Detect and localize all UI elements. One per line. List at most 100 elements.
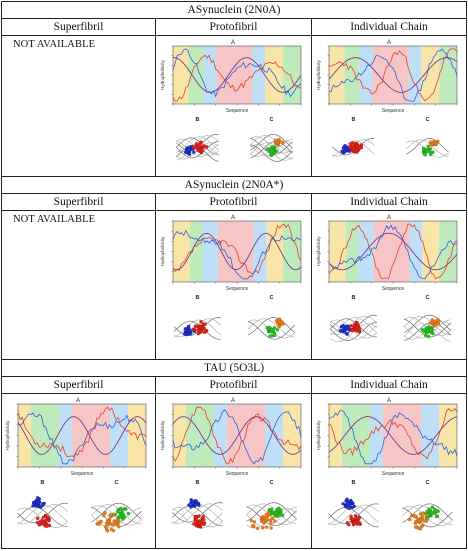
table-rule (1, 18, 467, 19)
hydrophobicity-series-line (328, 48, 458, 102)
y-axis-label: Hydrophobicity (316, 59, 321, 90)
sequence-region-band (110, 404, 129, 467)
hydrophobicity-series-line (172, 409, 302, 465)
panel-label-c: C (269, 480, 273, 486)
not-available-note: NOT AVAILABLE (13, 214, 96, 225)
sequence-region-band (249, 404, 266, 467)
sequence-region-band (409, 221, 423, 282)
section-title: TAU (5O3L) (203, 362, 265, 374)
molecule-render (329, 314, 378, 343)
x-axis-label: Sequence (226, 286, 249, 292)
panel-label-a: A (76, 398, 80, 404)
molecule-render (250, 133, 293, 162)
not-available-note: NOT AVAILABLE (13, 39, 96, 50)
sequence-region-band (203, 46, 217, 104)
sequence-region-band (71, 404, 95, 467)
table-rule (1, 393, 467, 394)
sequence-region-band (188, 46, 204, 104)
panel-label-a: A (387, 398, 391, 404)
hydrophobicity-plot (171, 403, 302, 469)
x-axis-label: Sequence (226, 471, 249, 477)
table-rule (155, 18, 156, 176)
panel-label-c: C (425, 295, 429, 301)
sequence-region-band (234, 46, 253, 104)
table-rule (155, 376, 156, 548)
hydrophobicity-series-line (172, 48, 302, 98)
hydrophobicity-plot (327, 220, 458, 284)
column-header-protofibril: Protofibril (209, 21, 258, 33)
sequence-region-band (266, 221, 284, 282)
sequence-region-band (189, 221, 203, 282)
sequence-region-band (329, 221, 346, 282)
table-rule (466, 1, 467, 549)
table-rule (155, 193, 156, 359)
sequence-region-band (94, 404, 111, 467)
hydrophobicity-series-line (328, 57, 458, 93)
panel-label-a: A (231, 215, 235, 221)
table-rule (1, 193, 467, 194)
hydrophobicity-series-line (17, 416, 147, 455)
panel-label-a: A (387, 215, 391, 221)
section-title: ASynuclein (2N0A) (187, 4, 281, 16)
x-axis-label: Sequence (226, 108, 249, 114)
y-axis-label: Hydrophobicity (160, 59, 165, 90)
hydrophobicity-series-line (328, 48, 458, 102)
sequence-region-band (329, 404, 342, 467)
hydrophobicity-series-line (328, 407, 458, 460)
hydrophobicity-plot (327, 45, 458, 106)
hydrophobicity-series-line (172, 223, 302, 275)
sequence-region-band (283, 404, 301, 467)
sequence-region-band (390, 221, 410, 282)
table-rule (1, 548, 467, 549)
table-rule (311, 376, 312, 548)
sequence-region-band (128, 404, 146, 467)
sequence-region-band (216, 46, 235, 104)
sequence-region-band (213, 404, 227, 467)
table-rule (1, 35, 467, 36)
table-rule (1, 1, 467, 2)
sequence-region-band (369, 404, 383, 467)
sequence-region-band (217, 221, 235, 282)
sequence-region-band (252, 46, 266, 104)
molecule-render (172, 498, 223, 529)
sequence-region-band (439, 221, 457, 282)
y-axis-label: Hydrophobicity (160, 236, 165, 267)
hydrophobicity-plot (171, 220, 302, 284)
panel-label-b: B (195, 480, 199, 486)
column-header-individual-chain: Individual Chain (350, 21, 428, 33)
sequence-region-band (58, 404, 72, 467)
table-rule (1, 176, 467, 177)
hydrophobicity-plot (327, 403, 458, 469)
x-axis-label: Sequence (382, 471, 405, 477)
y-axis-label: Hydrophobicity (316, 420, 321, 451)
sequence-region-band (421, 404, 440, 467)
sequence-region-band (373, 221, 391, 282)
sequence-region-band (18, 404, 31, 467)
sequence-region-band (372, 46, 391, 104)
sequence-region-band (283, 46, 301, 104)
hydrophobicity-series-line (172, 406, 302, 465)
hydrophobicity-series-line (328, 232, 458, 271)
panel-label-c: C (269, 117, 273, 123)
sequence-region-band (173, 221, 190, 282)
panel-label-c: C (425, 480, 429, 486)
hydrophobicity-plot (16, 403, 147, 469)
molecule-render (403, 314, 452, 342)
hydrophobicity-series-line (172, 232, 302, 271)
x-axis-label: Sequence (382, 108, 405, 114)
hydrophobicity-series-line (172, 416, 302, 455)
sequence-region-band (408, 46, 422, 104)
sequence-region-band (253, 221, 267, 282)
table-rule (311, 193, 312, 359)
